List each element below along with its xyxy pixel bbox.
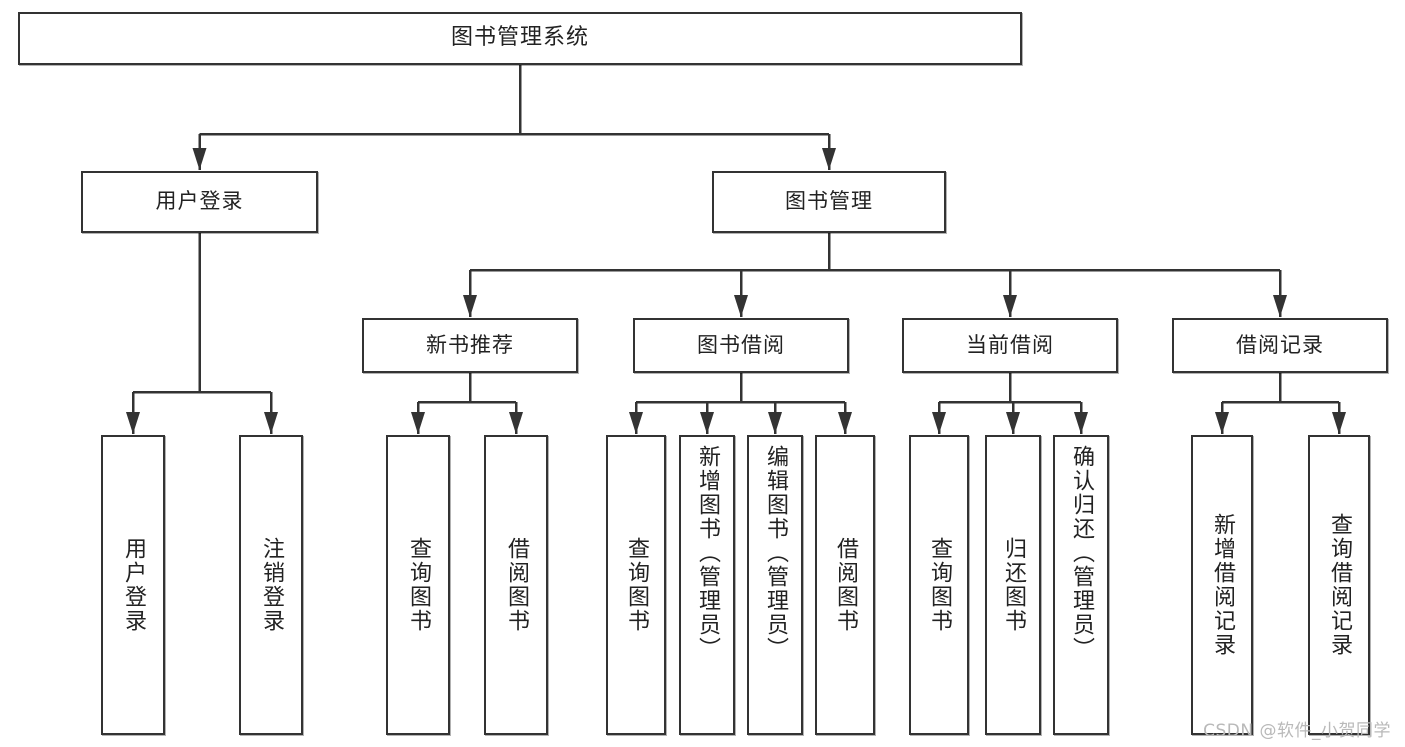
node-label: 借阅记录 (1236, 332, 1324, 357)
node-label: 查询图书 (926, 537, 952, 633)
node-label: 借阅图书 (832, 537, 858, 633)
node-label: 借阅图书 (503, 537, 529, 633)
node-label: 当前借阅 (966, 332, 1054, 357)
watermark-label: CSDN @软件_小贺同学 (1203, 721, 1391, 741)
node-login[interactable]: 用户登录 (81, 171, 318, 233)
node-label: 注销登录 (258, 537, 284, 633)
node-label: 新书推荐 (426, 332, 514, 357)
node-label: 用户登录 (120, 537, 146, 633)
node-newbook[interactable]: 新书推荐 (362, 318, 578, 373)
node-label: 新增借阅记录 (1209, 513, 1235, 657)
node-label: 编辑图书（管理员） (762, 445, 788, 661)
node-bookmgmt[interactable]: 图书管理 (712, 171, 946, 233)
node-f4[interactable]: 借阅图书 (484, 435, 548, 735)
node-label: 归还图书 (1000, 537, 1026, 633)
node-records[interactable]: 借阅记录 (1172, 318, 1388, 373)
node-current[interactable]: 当前借阅 (902, 318, 1118, 373)
node-f6[interactable]: 新增图书（管理员） (679, 435, 735, 735)
node-f11[interactable]: 确认归还（管理员） (1053, 435, 1109, 735)
node-f10[interactable]: 归还图书 (985, 435, 1041, 735)
node-borrow[interactable]: 图书借阅 (633, 318, 849, 373)
node-f13[interactable]: 查询借阅记录 (1308, 435, 1370, 735)
node-f2[interactable]: 注销登录 (239, 435, 303, 735)
node-label: 图书管理 (785, 189, 873, 214)
node-label: 查询图书 (623, 537, 649, 633)
node-f7[interactable]: 编辑图书（管理员） (747, 435, 803, 735)
node-f1[interactable]: 用户登录 (101, 435, 165, 735)
node-f5[interactable]: 查询图书 (606, 435, 666, 735)
node-root[interactable]: 图书管理系统 (18, 12, 1022, 65)
node-label: 图书管理系统 (450, 25, 589, 51)
node-label: 确认归还（管理员） (1068, 445, 1094, 661)
node-label: 图书借阅 (697, 332, 785, 357)
node-label: 用户登录 (155, 189, 244, 214)
node-label: 新增图书（管理员） (694, 445, 720, 661)
node-f8[interactable]: 借阅图书 (815, 435, 875, 735)
node-f9[interactable]: 查询图书 (909, 435, 969, 735)
node-f12[interactable]: 新增借阅记录 (1191, 435, 1253, 735)
node-label: 查询借阅记录 (1326, 513, 1352, 657)
node-label: 查询图书 (405, 537, 431, 633)
node-f3[interactable]: 查询图书 (386, 435, 450, 735)
